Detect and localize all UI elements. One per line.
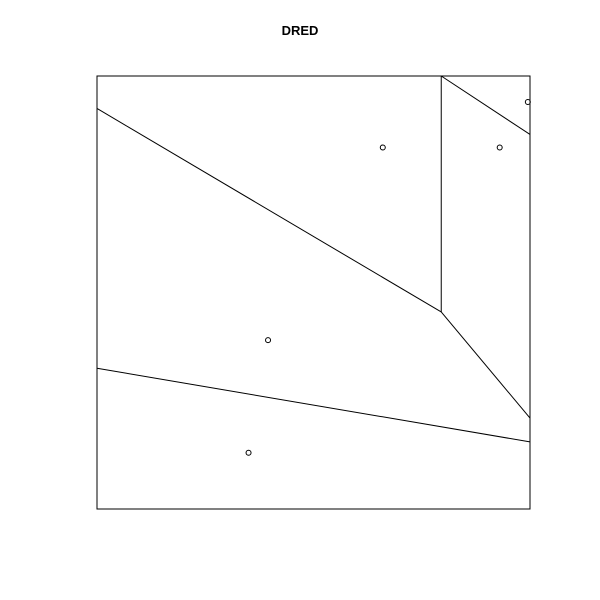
data-point-1 bbox=[496, 144, 503, 151]
chart-title: DRED bbox=[281, 23, 319, 38]
voronoi-edges bbox=[96, 75, 531, 443]
plot-frame bbox=[96, 75, 531, 510]
voronoi-edge-4 bbox=[96, 367, 531, 443]
data-point-4 bbox=[245, 449, 252, 456]
voronoi-edge-2 bbox=[440, 75, 531, 135]
voronoi-edge-0 bbox=[96, 108, 442, 313]
voronoi-edge-3 bbox=[440, 311, 531, 419]
data-point-0 bbox=[379, 144, 386, 151]
data-point-3 bbox=[265, 337, 272, 344]
data-points bbox=[245, 98, 531, 456]
